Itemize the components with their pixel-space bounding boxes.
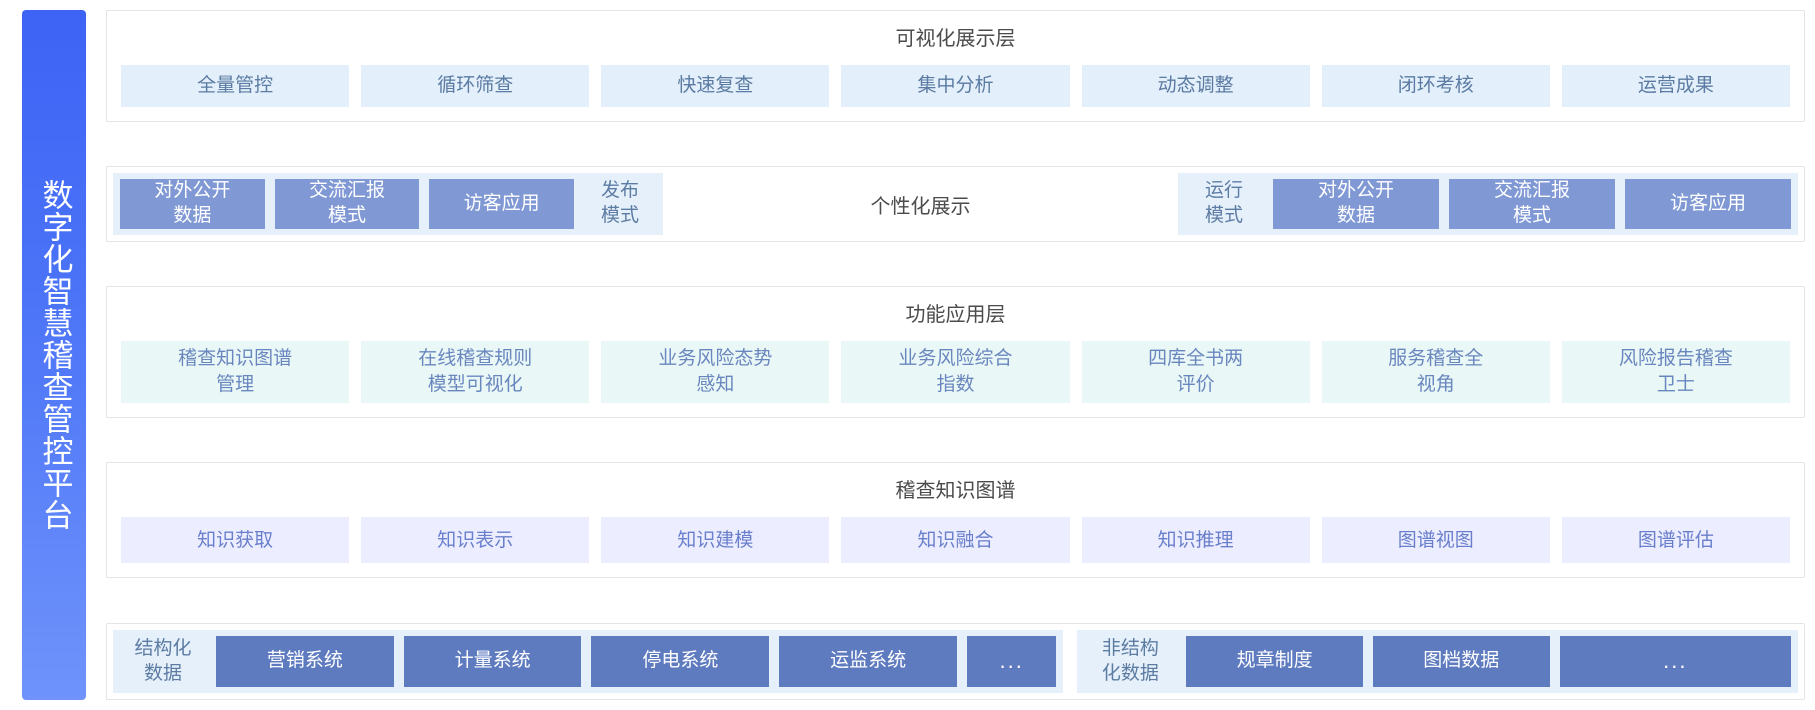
tile-knowledge-5[interactable]: 图谱视图 (1321, 517, 1550, 564)
tile-knowledge-1[interactable]: 知识表示 (361, 517, 590, 564)
tile-visualization-1[interactable]: 循环筛查 (361, 65, 590, 107)
tile-visualization-5[interactable]: 闭环考核 (1321, 65, 1550, 107)
tile-knowledge-3[interactable]: 知识融合 (841, 517, 1070, 564)
structured-data-label: 结构化数据 (134, 637, 192, 685)
layer-knowledge-graph: 稽查知识图谱 知识获取 知识表示 知识建模 知识融合 知识推理 图谱视图 图谱评… (106, 462, 1805, 579)
tile-functional-0[interactable]: 稽查知识图谱管理 (121, 341, 350, 404)
tile-functional-4[interactable]: 四库全书两评价 (1081, 341, 1310, 404)
data-box-outage-system[interactable]: 停电系统 (591, 635, 770, 687)
data-box-archive-data[interactable]: 图档数据 (1372, 635, 1550, 687)
runtime-mode-label: 运行模式 (1204, 180, 1243, 227)
tile-functional-3[interactable]: 业务风险综合指数 (841, 341, 1070, 404)
tile-functional-2[interactable]: 业务风险态势感知 (601, 341, 830, 404)
tile-functional-6[interactable]: 风险报告稽查卫士 (1561, 341, 1790, 404)
tile-functional-5[interactable]: 服务稽查全视角 (1321, 341, 1550, 404)
structured-data-group: 结构化数据 营销系统 计量系统 停电系统 运监系统 ... (113, 629, 1064, 693)
layer-stack: 可视化展示层 全量管控 循环筛查 快速复查 集中分析 动态调整 闭环考核 运营成… (106, 10, 1805, 700)
tile-visualization-4[interactable]: 动态调整 (1081, 65, 1310, 107)
tile-visualization-6[interactable]: 运营成果 (1561, 65, 1790, 107)
layer-functional-title: 功能应用层 (905, 304, 1006, 327)
layer-knowledge-graph-title: 稽查知识图谱 (895, 480, 1016, 503)
tile-knowledge-6[interactable]: 图谱评估 (1561, 517, 1790, 564)
layer-visualization-title: 可视化展示层 (895, 28, 1016, 50)
tile-visualization-3[interactable]: 集中分析 (841, 65, 1070, 107)
data-box-marketing-system[interactable]: 营销系统 (216, 635, 394, 687)
unstructured-data-group: 非结构化数据 规章制度 图档数据 ... (1077, 629, 1798, 693)
runtime-mode-group: 运行模式 对外公开数据 交流汇报模式 访客应用 (1178, 173, 1798, 235)
data-box-structured-more[interactable]: ... (966, 635, 1057, 687)
data-box-regulations[interactable]: 规章制度 (1186, 635, 1363, 687)
runtime-box-report-mode[interactable]: 交流汇报模式 (1449, 179, 1615, 229)
publish-mode-group: 对外公开数据 交流汇报模式 访客应用 发布模式 (113, 173, 663, 235)
data-box-operation-monitor-system[interactable]: 运监系统 (779, 635, 957, 687)
runtime-box-open-data[interactable]: 对外公开数据 (1273, 179, 1439, 229)
layer-visualization: 可视化展示层 全量管控 循环筛查 快速复查 集中分析 动态调整 闭环考核 运营成… (106, 10, 1805, 122)
publish-box-visitor-app[interactable]: 访客应用 (429, 179, 575, 229)
tile-visualization-0[interactable]: 全量管控 (121, 65, 350, 107)
publish-mode-label: 发布模式 (601, 180, 640, 227)
platform-title-bar: 数字化智慧稽查管控平台 (22, 10, 86, 700)
layer-data-sources: 结构化数据 营销系统 计量系统 停电系统 运监系统 ... 非结构化数据 规章制… (106, 622, 1805, 700)
tile-visualization-2[interactable]: 快速复查 (601, 65, 830, 107)
unstructured-data-label: 非结构化数据 (1101, 637, 1159, 685)
runtime-box-visitor-app[interactable]: 访客应用 (1625, 179, 1791, 229)
data-box-metering-system[interactable]: 计量系统 (403, 635, 582, 687)
publish-box-open-data[interactable]: 对外公开数据 (120, 179, 265, 229)
platform-title-text: 数字化智慧稽查管控平台 (37, 179, 73, 531)
tile-knowledge-4[interactable]: 知识推理 (1081, 517, 1310, 564)
tile-functional-1[interactable]: 在线稽查规则模型可视化 (361, 341, 590, 404)
tile-knowledge-0[interactable]: 知识获取 (121, 517, 350, 564)
data-box-unstructured-more[interactable]: ... (1559, 635, 1792, 687)
layer-personalized-display: 对外公开数据 交流汇报模式 访客应用 发布模式 个性化展示 运行模式 对外公开数… (106, 166, 1805, 242)
layer-functional-application: 功能应用层 稽查知识图谱管理 在线稽查规则模型可视化 业务风险态势感知 业务风险… (106, 286, 1805, 419)
tile-knowledge-2[interactable]: 知识建模 (601, 517, 830, 564)
publish-box-report-mode[interactable]: 交流汇报模式 (274, 179, 420, 229)
layer-knowledge-graph-tiles: 知识获取 知识表示 知识建模 知识融合 知识推理 图谱视图 图谱评估 (107, 503, 1804, 577)
personalized-display-center-label: 个性化展示 (663, 173, 1178, 235)
layer-visualization-tiles: 全量管控 循环筛查 快速复查 集中分析 动态调整 闭环考核 运营成果 (107, 51, 1804, 121)
layer-functional-tiles: 稽查知识图谱管理 在线稽查规则模型可视化 业务风险态势感知 业务风险综合指数 四… (107, 327, 1804, 417)
